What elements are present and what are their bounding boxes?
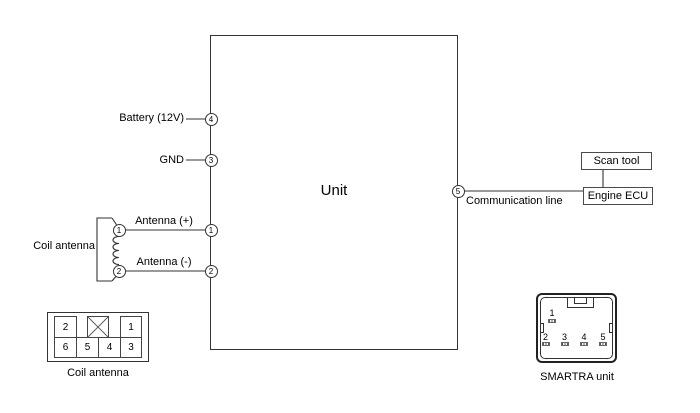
- coil-connector-label: Coil antenna: [67, 367, 129, 379]
- unit-pin-4: 4: [204, 112, 218, 126]
- smartra-pin-4: 4: [581, 332, 587, 342]
- unit-pin-3: 3: [204, 153, 218, 167]
- smartra-pin-5: 5: [600, 332, 606, 342]
- antenna-minus-label: Antenna (-): [136, 256, 192, 268]
- battery-label: Battery (12V): [119, 112, 184, 124]
- coil-pin-2: 2: [112, 264, 126, 278]
- coil-inductor-icon: [112, 235, 120, 266]
- smartra-lock-tab-inner: [574, 297, 587, 304]
- coil-antenna-connector: 2 1 6 5 4 3: [47, 312, 149, 362]
- smartra-pin-5-contact: [599, 342, 607, 346]
- coil-bracket: [96, 217, 112, 282]
- unit-pin-5: 5: [451, 184, 465, 198]
- engine-ecu-label: Engine ECU: [587, 190, 649, 202]
- engine-ecu-box: Engine ECU: [583, 187, 653, 205]
- unit-pin-1: 1: [204, 223, 218, 237]
- gnd-label: GND: [159, 153, 184, 166]
- scan-tool-label: Scan tool: [593, 155, 640, 167]
- smartra-pin-2-contact: [541, 342, 550, 346]
- unit-box: [210, 35, 458, 350]
- smartra-pin-2: 2: [542, 332, 548, 342]
- communication-line-label: Communication line: [466, 195, 563, 207]
- smartra-left-notch: [540, 323, 544, 333]
- connector-cell-5: 5: [76, 337, 99, 358]
- smartra-pin-1: 1: [549, 308, 555, 318]
- smartra-pin-3-contact: [560, 342, 569, 346]
- unit-label: Unit: [320, 182, 348, 199]
- smartra-connector: 1 2 3 4 5: [536, 293, 617, 363]
- antenna-plus-label: Antenna (+): [135, 215, 193, 227]
- connector-cell-3: 3: [120, 337, 142, 358]
- smartra-pin-4-contact: [580, 342, 588, 346]
- smartra-pin-1-contact: [548, 319, 556, 323]
- coil-pin-1: 1: [112, 223, 126, 237]
- smartra-pin-3: 3: [561, 332, 567, 342]
- connector-cell-2: 2: [54, 316, 77, 338]
- unit-pin-2: 2: [204, 264, 218, 278]
- connector-cell-1: 1: [120, 316, 142, 338]
- smartra-label: SMARTRA unit: [540, 371, 614, 383]
- connector-cell-4: 4: [98, 337, 121, 358]
- scan-tool-box: Scan tool: [581, 152, 652, 170]
- blocked-cell-icon: [87, 316, 109, 338]
- coil-antenna-label: Coil antenna: [33, 240, 95, 252]
- connector-cell-6: 6: [54, 337, 77, 358]
- smartra-right-notch: [609, 323, 613, 333]
